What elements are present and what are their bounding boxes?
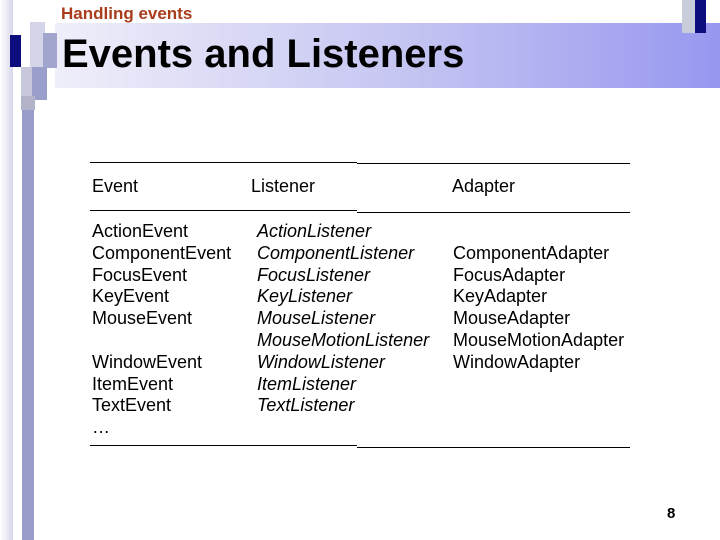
table-cell: WindowEvent xyxy=(92,351,203,372)
page-number: 8 xyxy=(667,505,676,522)
table-cell: ComponentListener xyxy=(257,242,415,263)
column-header-event: Event xyxy=(92,176,139,196)
table-rule-mid-right xyxy=(357,212,630,213)
table-rule-bottom-right xyxy=(357,447,630,448)
table-cell: MouseAdapter xyxy=(453,308,571,329)
table-cell: ActionEvent xyxy=(92,221,189,241)
decor-square-medium xyxy=(32,67,47,100)
table-cell: ItemListener xyxy=(257,373,357,394)
decor-left-vertical-bar xyxy=(22,96,34,540)
table-cell: TextListener xyxy=(257,395,355,416)
decor-left-gradient-strip xyxy=(0,0,13,540)
table-cell: KeyListener xyxy=(257,286,353,307)
table-cell: MouseEvent xyxy=(92,308,193,329)
column-header-adapter: Adapter xyxy=(452,176,516,196)
table-rule-top-left xyxy=(90,162,357,163)
decor-navy-bar-topright xyxy=(695,0,706,33)
table-cell xyxy=(453,374,624,396)
table-cell xyxy=(453,417,624,439)
listener-column: ActionListener ComponentListener FocusLi… xyxy=(257,221,429,439)
table-cell xyxy=(257,417,429,439)
table-cell: ComponentEvent xyxy=(92,242,232,263)
table-cell: TextEvent xyxy=(92,395,172,416)
slide-title: Events and Listeners xyxy=(62,32,465,76)
decor-navy-square-left xyxy=(10,35,21,67)
table-cell: … xyxy=(92,417,110,438)
event-column: ActionEvent ComponentEvent FocusEvent Ke… xyxy=(92,221,231,439)
table-cell: WindowAdapter xyxy=(453,351,581,372)
table-cell: FocusAdapter xyxy=(453,264,566,285)
adapter-column: ComponentAdapter FocusAdapter KeyAdapter… xyxy=(453,221,624,439)
table-rule-top-right xyxy=(357,163,630,164)
table-cell: MouseListener xyxy=(257,308,376,329)
decor-square-slate xyxy=(43,33,57,68)
table-cell: ComponentAdapter xyxy=(453,242,610,263)
column-header-listener: Listener xyxy=(251,176,316,196)
table-cell: FocusListener xyxy=(257,264,371,285)
table-cell xyxy=(453,395,624,417)
table-cell: FocusEvent xyxy=(92,264,188,285)
table-cell xyxy=(92,330,231,352)
decor-gray-bar-topright xyxy=(682,0,695,33)
table-cell: KeyAdapter xyxy=(453,286,548,307)
decor-square-pale xyxy=(30,22,45,67)
table-cell: ActionListener xyxy=(257,221,372,241)
decor-square-lightgray xyxy=(21,67,33,96)
decor-square-gray xyxy=(21,96,35,110)
table-cell: MouseMotionListener xyxy=(257,329,430,350)
table-cell: ItemEvent xyxy=(92,373,174,394)
table-cell xyxy=(453,221,624,243)
table-rule-mid-left xyxy=(90,210,357,211)
table-rule-bottom-left xyxy=(90,445,357,446)
table-cell: MouseMotionAdapter xyxy=(453,329,625,350)
table-cell: KeyEvent xyxy=(92,286,170,307)
title-banner xyxy=(55,23,720,88)
table-cell: WindowListener xyxy=(257,351,385,372)
slide-kicker: Handling events xyxy=(61,4,193,23)
